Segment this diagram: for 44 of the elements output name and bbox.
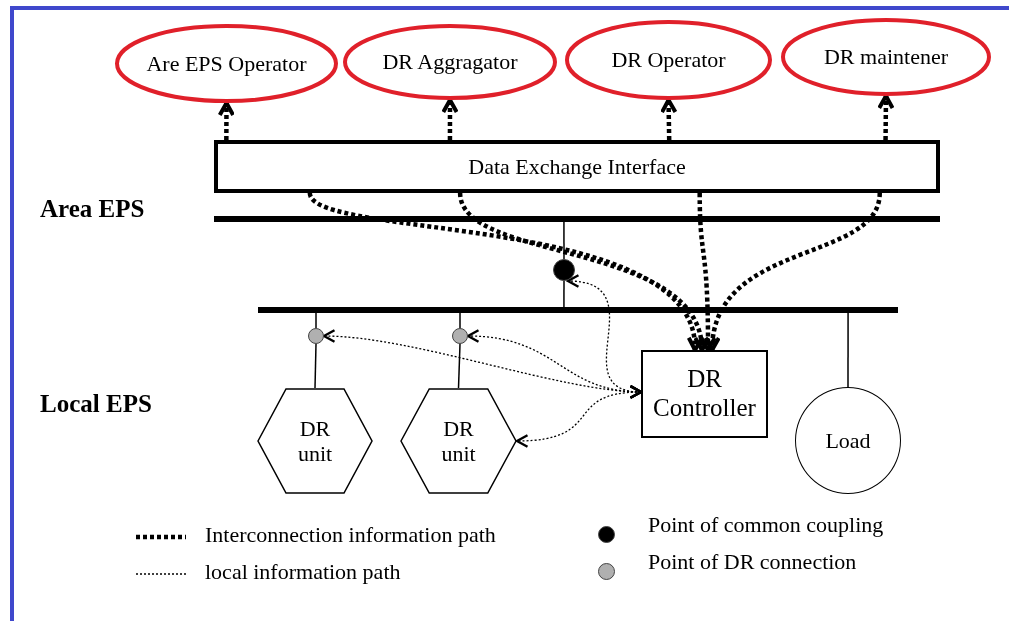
node-label: DR unit xyxy=(296,415,334,467)
connector xyxy=(660,98,678,141)
connector xyxy=(457,192,709,352)
node-label: DR maintener xyxy=(823,44,949,70)
area-bus-bar xyxy=(214,216,940,222)
connector xyxy=(459,312,461,329)
legend-label: Point of DR connection xyxy=(648,549,857,575)
node-label: Load xyxy=(825,427,871,454)
connector xyxy=(441,98,459,140)
connector xyxy=(877,94,895,141)
connector xyxy=(705,192,882,352)
coupling-point xyxy=(553,259,575,281)
node-label: DR Aggragator xyxy=(381,49,519,75)
node-label: DR Operator xyxy=(610,47,727,73)
unit-hexagon xyxy=(257,388,373,494)
connector xyxy=(563,221,565,260)
interface-label: Data Exchange Interface xyxy=(468,153,686,180)
connector xyxy=(315,312,317,329)
node-label: DR unit xyxy=(440,415,477,467)
connector xyxy=(217,101,236,140)
connection-point xyxy=(452,328,468,344)
local-bus-bar xyxy=(258,307,898,313)
connector xyxy=(847,312,849,388)
unit-hexagon xyxy=(400,388,517,494)
connector xyxy=(314,343,317,389)
interface-box xyxy=(214,140,940,193)
legend-label: Point of common coupling xyxy=(648,512,884,538)
actor-ellipse xyxy=(115,24,338,103)
section-label: Local EPS xyxy=(40,390,152,418)
connector xyxy=(457,343,461,389)
connection-point xyxy=(308,328,324,344)
connector xyxy=(697,192,717,352)
actor-ellipse xyxy=(781,18,991,96)
legend-label: local information path xyxy=(205,559,401,585)
node-label: DR Controller xyxy=(652,365,757,423)
node-label: Are EPS Operator xyxy=(145,50,308,77)
actor-ellipse xyxy=(565,20,772,100)
actor-ellipse xyxy=(343,24,557,100)
legend-label: Interconnection information path xyxy=(205,522,496,548)
section-label: Area EPS xyxy=(40,195,145,223)
connector xyxy=(563,280,565,308)
connector xyxy=(308,191,702,352)
connector xyxy=(515,385,643,448)
controller-box xyxy=(641,350,768,438)
